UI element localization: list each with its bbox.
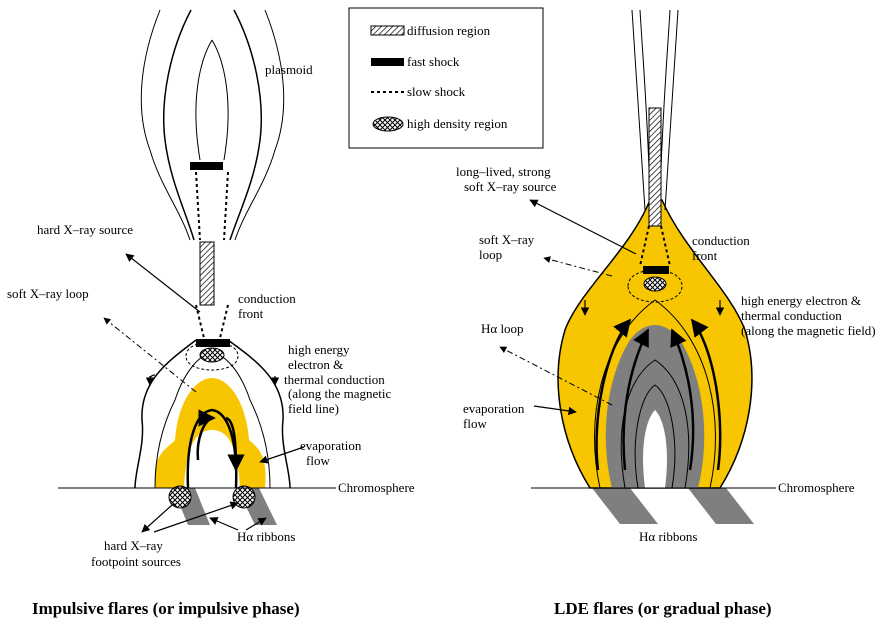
soft-xray-loop-label-r1: soft X–ray bbox=[479, 232, 535, 247]
legend-diffusion: diffusion region bbox=[407, 23, 491, 38]
ha-ribbon-right-r bbox=[688, 488, 754, 524]
footpoint-label-1: hard X–ray bbox=[104, 538, 163, 553]
legend-fast-shock: fast shock bbox=[407, 54, 460, 69]
long-lived-label-2: soft X–ray source bbox=[464, 179, 557, 194]
hee-label-2: electron & bbox=[288, 357, 343, 372]
diffusion-region-left bbox=[200, 242, 214, 305]
evaporation-label-1: evaporation bbox=[300, 438, 362, 453]
evaporation-label-r1: evaporation bbox=[463, 401, 525, 416]
soft-xray-loop-label-r2: loop bbox=[479, 247, 502, 262]
ha-ribbons-label-left: Hα ribbons bbox=[237, 529, 295, 544]
hee-label-5: field line) bbox=[288, 401, 339, 416]
lde-caption: LDE flares (or gradual phase) bbox=[554, 599, 772, 618]
fast-shock-swatch bbox=[371, 58, 404, 66]
chromosphere-label-left: Chromosphere bbox=[338, 480, 415, 495]
hee-label-4: (along the magnetic bbox=[288, 386, 391, 401]
legend-density: high density region bbox=[407, 116, 508, 131]
impulsive-caption: Impulsive flares (or impulsive phase) bbox=[32, 599, 300, 618]
hee-label-r2: thermal conduction bbox=[741, 308, 842, 323]
hard-xray-source-label: hard X–ray source bbox=[37, 222, 133, 237]
legend: diffusion region fast shock slow shock h… bbox=[349, 8, 543, 148]
long-lived-label-1: long–lived, strong bbox=[456, 164, 551, 179]
high-density-right bbox=[644, 277, 666, 291]
conduction-front-label-r2: front bbox=[692, 248, 718, 263]
evaporation-label-r2: flow bbox=[463, 416, 487, 431]
ha-ribbon-left-r bbox=[592, 488, 658, 524]
footpoint-label-2: footpoint sources bbox=[91, 554, 181, 569]
hee-label-r1: high energy electron & bbox=[741, 293, 861, 308]
footpoint-right bbox=[233, 486, 255, 508]
conduction-front-label-2: front bbox=[238, 306, 264, 321]
hee-label-r3: (along the magnetic field) bbox=[741, 323, 876, 338]
legend-slow-shock: slow shock bbox=[407, 84, 466, 99]
density-swatch bbox=[373, 117, 403, 131]
ha-ribbons-label-right: Hα ribbons bbox=[639, 529, 697, 544]
soft-xray-loop-label: soft X–ray loop bbox=[7, 286, 89, 301]
conduction-front-label-r1: conduction bbox=[692, 233, 750, 248]
hee-label-3: thermal conduction bbox=[284, 372, 385, 387]
diffusion-swatch bbox=[371, 26, 404, 35]
plasmoid-label: plasmoid bbox=[265, 62, 313, 77]
diffusion-region-right bbox=[649, 108, 661, 226]
conduction-front-label-1: conduction bbox=[238, 291, 296, 306]
evaporation-label-2: flow bbox=[306, 453, 330, 468]
hee-label-1: high energy bbox=[288, 342, 350, 357]
high-density-left bbox=[200, 348, 224, 362]
ha-loop-label: Hα loop bbox=[481, 321, 524, 336]
fast-shock-top bbox=[190, 162, 223, 170]
chromosphere-label-right: Chromosphere bbox=[778, 480, 855, 495]
